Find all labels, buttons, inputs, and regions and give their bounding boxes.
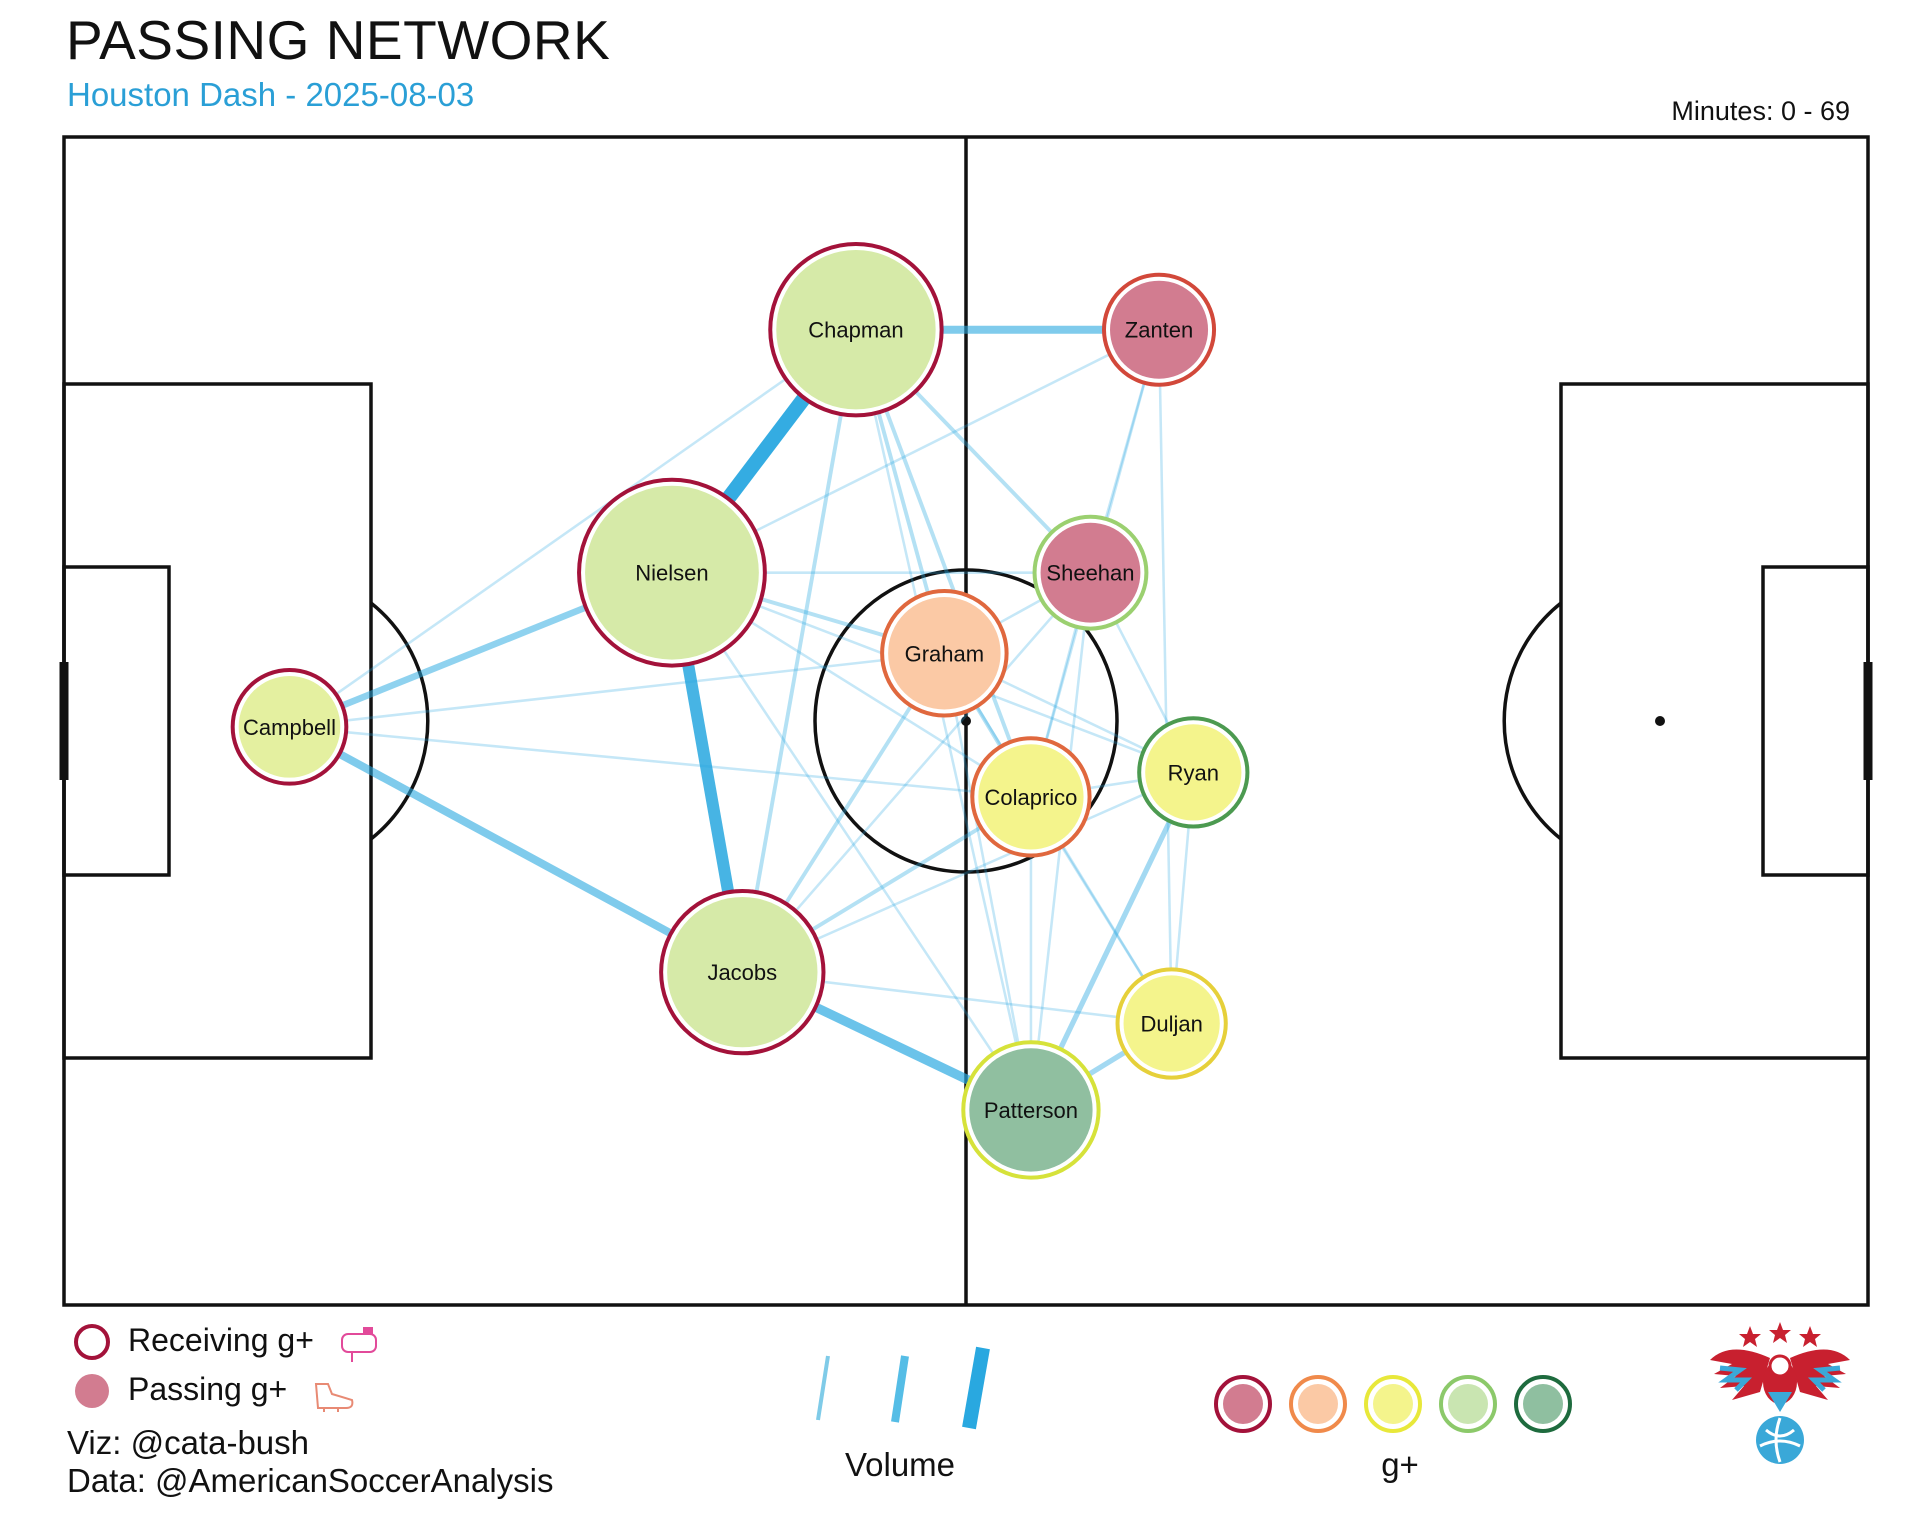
passing-fill xyxy=(1123,975,1220,1072)
pass-edge-campbell-graham xyxy=(289,651,945,729)
player-name-label: Duljan xyxy=(1140,1012,1202,1037)
passing-marker xyxy=(75,1374,109,1408)
volume-legend-mid xyxy=(891,1355,909,1423)
player-name-label: Chapman xyxy=(808,318,903,343)
player-name-label: Zanten xyxy=(1125,318,1194,343)
passing-gplus-label: Passing g+ xyxy=(128,1371,288,1407)
player-node-graham[interactable]: Graham xyxy=(880,589,1009,718)
center-spot xyxy=(961,716,971,726)
player-node-nielsen[interactable]: Nielsen xyxy=(577,477,767,668)
player-node-colaprico[interactable]: Colaprico xyxy=(970,736,1092,858)
player-name-label: Sheehan xyxy=(1046,561,1134,586)
passing-fill xyxy=(667,896,818,1048)
gplus-scale xyxy=(1214,1375,1572,1433)
player-node-jacobs[interactable]: Jacobs xyxy=(659,888,826,1056)
player-node-ryan[interactable]: Ryan xyxy=(1137,716,1250,829)
center-circle xyxy=(813,568,1119,874)
minutes-range: Minutes: 0 - 69 xyxy=(1671,96,1850,126)
player-name-label: Colaprico xyxy=(984,785,1077,810)
player-node-patterson[interactable]: Patterson xyxy=(961,1040,1101,1180)
pass-edge-zanten-duljan xyxy=(1157,329,1173,1024)
passing-fill xyxy=(776,250,936,410)
passing-fill xyxy=(585,485,759,660)
passing-fill xyxy=(1145,724,1242,821)
chart-subtitle: Houston Dash - 2025-08-03 xyxy=(67,76,475,113)
pass-edge-graham-patterson xyxy=(943,653,1033,1111)
pass-edge-campbell-colaprico xyxy=(289,725,1032,799)
chart-title: PASSING NETWORK xyxy=(66,9,611,71)
right-goal-box xyxy=(1761,565,1870,877)
passing-fill xyxy=(978,744,1084,850)
volume-legend-high xyxy=(962,1346,990,1430)
pass-edge-chapman-jacobs xyxy=(740,329,858,973)
player-name-label: Patterson xyxy=(984,1098,1078,1123)
player-node-chapman[interactable]: Chapman xyxy=(768,242,944,418)
volume-legend-low xyxy=(816,1355,830,1421)
player-node-sheehan[interactable]: Sheehan xyxy=(1032,514,1149,631)
receiving-marker xyxy=(74,1324,110,1360)
pass-edge-chapman-patterson xyxy=(854,329,1033,1111)
gplus-scale-fill-0 xyxy=(1223,1384,1263,1424)
player-name-label: Nielsen xyxy=(635,561,708,586)
player-name-label: Ryan xyxy=(1168,760,1219,785)
eagle-logo-icon xyxy=(1710,1322,1850,1464)
gplus-scale-fill-3 xyxy=(1448,1384,1488,1424)
passing-fill xyxy=(238,676,341,778)
left-penalty-arc xyxy=(369,601,430,841)
pass-edge-nielsen-patterson xyxy=(670,571,1033,1111)
gplus-scale-fill-4 xyxy=(1523,1384,1563,1424)
player-node-campbell[interactable]: Campbell xyxy=(230,668,349,786)
pass-edge-campbell-jacobs xyxy=(287,723,745,976)
left-goal-box xyxy=(62,565,171,877)
passing-fill xyxy=(1040,522,1141,623)
data-credit: Data: @AmericanSoccerAnalysis xyxy=(67,1462,554,1499)
pass-edge-jacobs-sheehan xyxy=(741,571,1092,973)
volume-legend-label: Volume xyxy=(844,1446,956,1483)
penalty-spot xyxy=(1655,716,1665,726)
receiving-gplus-label: Receiving g+ xyxy=(128,1322,314,1358)
pass-edge-campbell-chapman xyxy=(288,328,857,728)
gplus-legend-label: g+ xyxy=(1381,1446,1419,1483)
gplus-scale-fill-1 xyxy=(1298,1384,1338,1424)
player-node-zanten[interactable]: Zanten xyxy=(1102,272,1217,387)
player-name-label: Graham xyxy=(905,641,984,666)
boot-icon xyxy=(314,1383,354,1412)
player-name-label: Jacobs xyxy=(707,960,777,985)
player-name-label: Campbell xyxy=(243,715,336,740)
passing-fill xyxy=(888,597,1001,710)
mailbox-icon xyxy=(341,1327,377,1362)
player-node-duljan[interactable]: Duljan xyxy=(1115,967,1228,1080)
right-penalty-arc xyxy=(1502,601,1563,841)
passing-fill xyxy=(1110,280,1209,379)
right-penalty-box xyxy=(1559,382,1870,1060)
passing-fill xyxy=(969,1048,1093,1172)
viz-credit: Viz: @cata-bush xyxy=(67,1424,310,1461)
gplus-scale-fill-2 xyxy=(1373,1384,1413,1424)
